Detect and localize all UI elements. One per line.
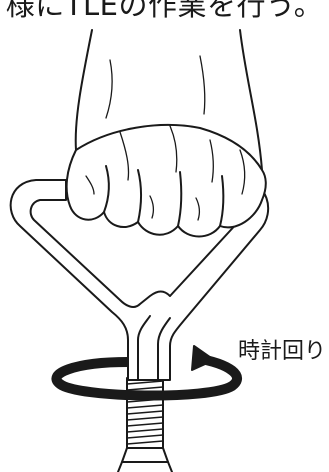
rotation-direction-label: 時計回り xyxy=(238,339,327,364)
clockwise-rotation-arrow-icon xyxy=(51,345,242,401)
gripping-hand-icon xyxy=(65,29,267,238)
threaded-bolt-icon xyxy=(117,377,173,472)
instruction-caption: 様にTLEの作業を行う。 xyxy=(5,0,324,22)
